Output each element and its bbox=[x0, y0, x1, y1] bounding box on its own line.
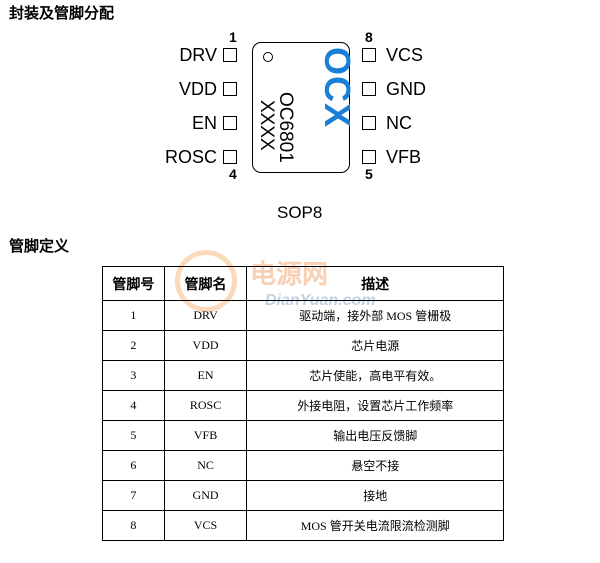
pin-label-rosc: ROSC bbox=[164, 147, 217, 167]
pin-3-lead bbox=[223, 116, 237, 130]
table-row: 3 EN 芯片使能，高电平有效。 bbox=[102, 360, 504, 391]
brand-logo: OCX bbox=[317, 47, 358, 129]
pin-label-en: EN bbox=[191, 113, 217, 133]
cell-pin-name: GND bbox=[163, 480, 248, 511]
cell-pin-number: 2 bbox=[102, 330, 165, 361]
table-row: 7 GND 接地 bbox=[102, 480, 504, 511]
table-row: 8 VCS MOS 管开关电流限流检测脚 bbox=[102, 510, 504, 541]
header-pin-number: 管脚号 bbox=[102, 266, 165, 301]
chip-date-code: XXXX bbox=[256, 100, 277, 151]
cell-pin-name: VFB bbox=[163, 420, 248, 451]
pin-7-lead bbox=[362, 82, 376, 96]
cell-pin-name: ROSC bbox=[163, 390, 248, 421]
table-header-row: 管脚号 管脚名 描述 bbox=[102, 266, 504, 301]
pin-number-5: 5 bbox=[365, 166, 373, 182]
cell-pin-number: 7 bbox=[102, 480, 165, 511]
pin-8-lead bbox=[362, 48, 376, 62]
section-heading-pin-definition: 管脚定义 bbox=[9, 237, 70, 255]
cell-pin-name: EN bbox=[163, 360, 248, 391]
pin1-marker bbox=[263, 52, 273, 62]
cell-pin-number: 1 bbox=[102, 300, 165, 331]
table-row: 4 ROSC 外接电阻，设置芯片工作频率 bbox=[102, 390, 504, 421]
table-row: 2 VDD 芯片电源 bbox=[102, 330, 504, 361]
table-row: 6 NC 悬空不接 bbox=[102, 450, 504, 481]
pin-6-lead bbox=[362, 116, 376, 130]
table-row: 1 DRV 驱动端，接外部 MOS 管栅极 bbox=[102, 300, 504, 331]
cell-pin-number: 3 bbox=[102, 360, 165, 391]
section-heading-package: 封装及管脚分配 bbox=[9, 4, 115, 22]
cell-pin-name: VCS bbox=[163, 510, 248, 541]
pin-label-vfb: VFB bbox=[386, 147, 422, 167]
pin-label-vdd: VDD bbox=[178, 79, 217, 99]
pin-label-nc: NC bbox=[386, 113, 412, 133]
cell-pin-number: 6 bbox=[102, 450, 165, 481]
package-type: SOP8 bbox=[277, 203, 323, 222]
header-description: 描述 bbox=[246, 266, 504, 301]
cell-pin-name: NC bbox=[163, 450, 248, 481]
pin-definition-table: 管脚号 管脚名 描述 1 DRV 驱动端，接外部 MOS 管栅极 2 VDD 芯… bbox=[102, 266, 504, 541]
pin-label-gnd: GND bbox=[386, 79, 426, 99]
pin-label-vcs: VCS bbox=[386, 45, 424, 65]
pin-1-lead bbox=[223, 48, 237, 62]
cell-description: 输出电压反馈脚 bbox=[246, 420, 504, 451]
chip-model: OC6801 bbox=[275, 92, 296, 163]
pin-5-lead bbox=[362, 150, 376, 164]
pin-2-lead bbox=[223, 82, 237, 96]
cell-description: MOS 管开关电流限流检测脚 bbox=[246, 510, 504, 541]
cell-description: 芯片电源 bbox=[246, 330, 504, 361]
pin-number-8: 8 bbox=[365, 29, 373, 45]
pin-4-lead bbox=[223, 150, 237, 164]
cell-description: 悬空不接 bbox=[246, 450, 504, 481]
cell-pin-number: 5 bbox=[102, 420, 165, 451]
cell-description: 外接电阻，设置芯片工作频率 bbox=[246, 390, 504, 421]
pin-label-drv: DRV bbox=[179, 45, 217, 65]
cell-pin-name: VDD bbox=[163, 330, 248, 361]
header-pin-name: 管脚名 bbox=[163, 266, 248, 301]
cell-pin-number: 8 bbox=[102, 510, 165, 541]
cell-pin-number: 4 bbox=[102, 390, 165, 421]
table-row: 5 VFB 输出电压反馈脚 bbox=[102, 420, 504, 451]
cell-pin-name: DRV bbox=[163, 300, 248, 331]
cell-description: 芯片使能，高电平有效。 bbox=[246, 360, 504, 391]
chip-body bbox=[252, 42, 350, 173]
cell-description: 接地 bbox=[246, 480, 504, 511]
pin-number-4: 4 bbox=[229, 166, 237, 182]
pin-number-1: 1 bbox=[229, 29, 237, 45]
cell-description: 驱动端，接外部 MOS 管栅极 bbox=[246, 300, 504, 331]
